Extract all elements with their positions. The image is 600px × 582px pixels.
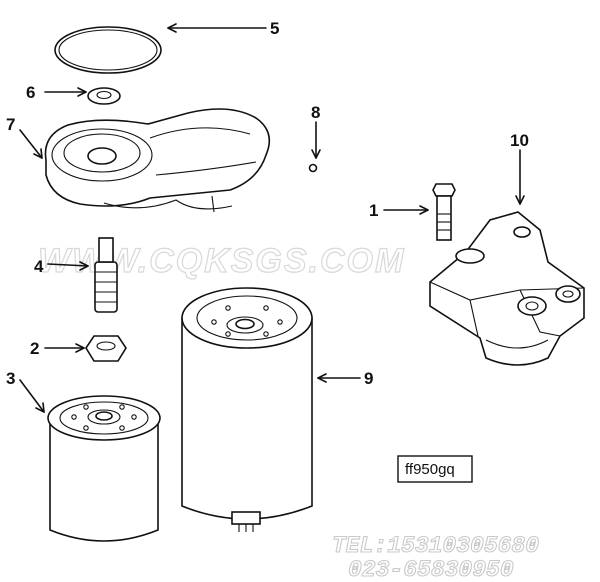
callout-7: 7	[6, 115, 15, 134]
fuel-filter-icon	[47, 395, 161, 542]
fuel-water-separator-icon	[181, 287, 313, 532]
callout-1: 1	[369, 201, 378, 220]
leader-lines	[19, 23, 525, 413]
callout-6: 6	[26, 83, 35, 102]
contact-tel: TEL:15310305680	[332, 533, 539, 559]
callout-9: 9	[364, 369, 373, 388]
diagram-code-label: ff950gq	[405, 461, 455, 478]
nipple-icon	[85, 335, 127, 362]
plug-icon	[308, 163, 318, 173]
bracket-icon	[429, 211, 585, 366]
sealing-washer-icon	[87, 87, 121, 105]
callout-2: 2	[30, 339, 39, 358]
filter-head-icon	[44, 108, 271, 213]
callout-10: 10	[510, 131, 529, 150]
callout-5: 5	[270, 19, 279, 38]
callout-3: 3	[6, 369, 15, 388]
callout-8: 8	[311, 103, 320, 122]
capscrew-icon	[432, 183, 456, 241]
o-ring-icon	[54, 26, 162, 74]
diagram-code-box: ff950gq	[397, 455, 473, 483]
connector-icon	[94, 237, 118, 313]
contact-phone: 023-65830950	[348, 557, 514, 582]
callout-4: 4	[34, 257, 44, 276]
watermark-text: WWW.CQKSGS.COM	[38, 242, 405, 280]
